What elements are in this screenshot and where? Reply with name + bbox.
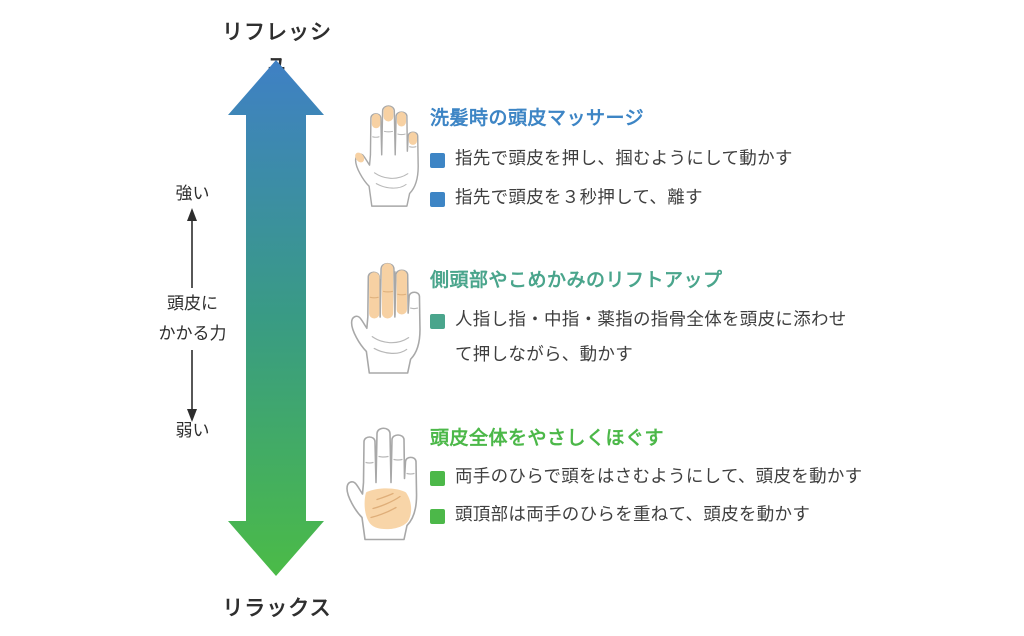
weak-label: 弱い (175, 421, 210, 441)
force-label-line1: 頭皮に (167, 294, 218, 314)
bullet-text: 人指し指・中指・薬指の指骨全体を頭皮に添わせて押しながら、動かす (455, 310, 847, 365)
section1-bullet-2: 指先で頭皮を３秒押して、離す (430, 188, 703, 216)
bullet-text: 両手のひらで頭をはさむようにして、頭皮を動かす (455, 467, 863, 487)
section2-title: 側頭部やこめかみのリフトアップ (430, 269, 723, 291)
section3-bullet-2: 頭頂部は両手のひらを重ねて、頭皮を動かす (430, 505, 810, 533)
force-on-scalp-label: 頭皮に かかる力 (150, 289, 235, 349)
section3-bullet-1: 両手のひらで頭をはさむようにして、頭皮を動かす (430, 467, 862, 495)
relax-label: リラックス (222, 596, 332, 620)
green-square-bullet-icon (430, 470, 445, 486)
intensity-gradient-arrow (228, 60, 324, 576)
teal-square-bullet-icon (430, 313, 445, 329)
blue-square-bullet-icon (430, 191, 445, 207)
bullet-text: 指先で頭皮を押し、掴むようにして動かす (455, 149, 793, 169)
up-arrow-icon (187, 208, 197, 288)
green-square-bullet-icon (430, 508, 445, 524)
section1-title: 洗髪時の頭皮マッサージ (430, 107, 645, 129)
bullet-text: 頭頂部は両手のひらを重ねて、頭皮を動かす (455, 505, 811, 525)
hand-three-fingers-highlighted-icon (350, 262, 421, 374)
hand-fingertips-highlighted-icon (354, 105, 419, 207)
force-label-line2: かかる力 (158, 324, 227, 344)
blue-square-bullet-icon (430, 152, 445, 168)
bullet-text: 指先で頭皮を３秒押して、離す (455, 188, 703, 208)
section1-bullet-1: 指先で頭皮を押し、掴むようにして動かす (430, 149, 793, 177)
strong-label: 強い (175, 184, 210, 204)
down-arrow-icon (187, 350, 197, 422)
section2-bullet-1: 人指し指・中指・薬指の指骨全体を頭皮に添わせて押しながら、動かす (430, 310, 847, 373)
section3-title: 頭皮全体をやさしくほぐす (430, 427, 665, 449)
hand-palm-highlighted-icon (346, 427, 418, 541)
